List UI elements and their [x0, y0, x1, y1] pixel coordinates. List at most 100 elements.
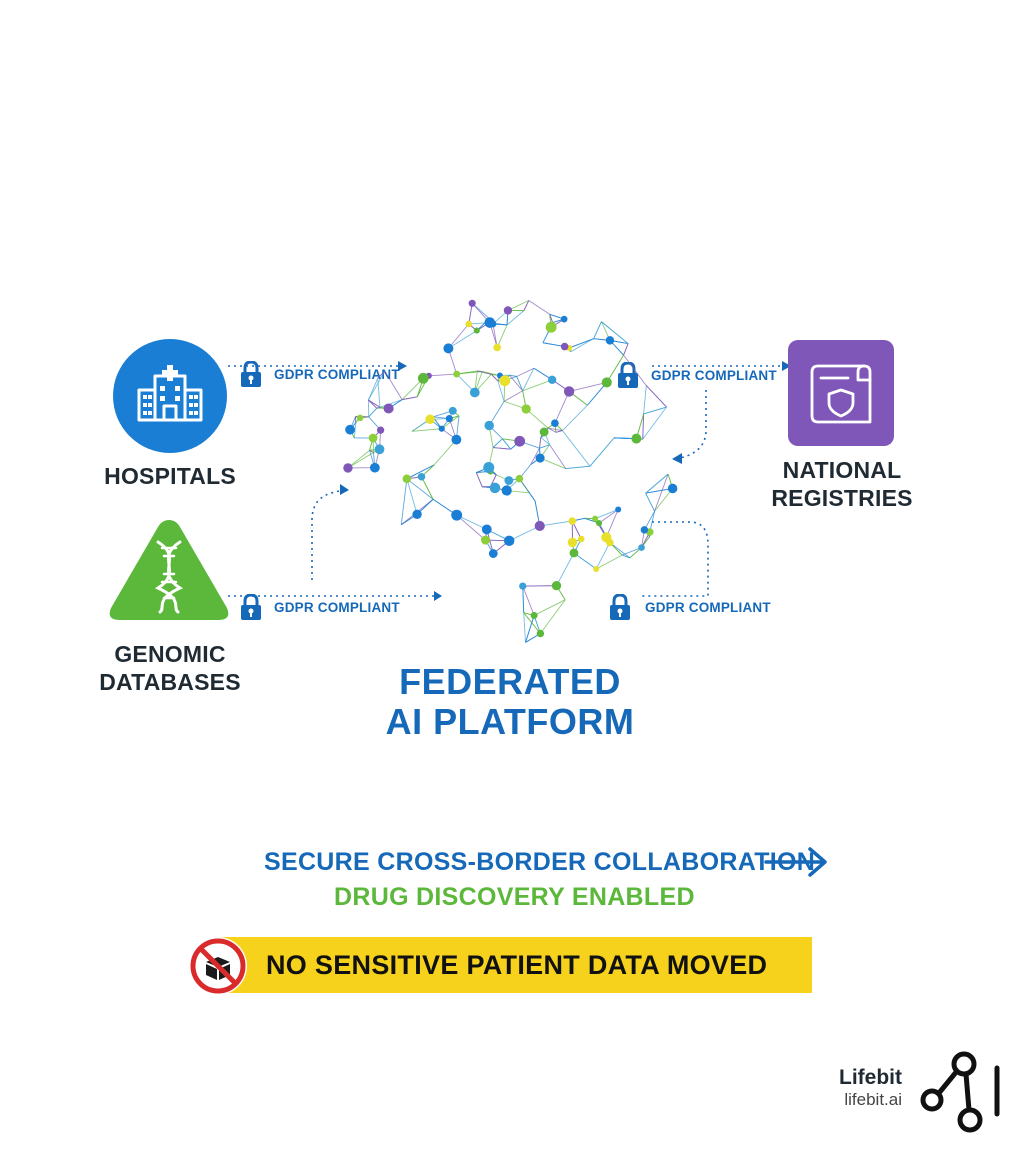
dna-icon: [109, 520, 229, 620]
network-node: [601, 532, 612, 543]
network-link: [406, 478, 434, 500]
network-link: [645, 385, 667, 408]
network-node: [356, 414, 364, 422]
registries-label-line2: REGISTRIES: [771, 485, 913, 511]
network-node: [484, 420, 494, 431]
lock-icon: [618, 362, 638, 388]
network-node: [551, 419, 559, 428]
network-link: [477, 370, 483, 373]
network-node: [569, 548, 579, 558]
network-link: [490, 374, 499, 382]
network-link: [562, 404, 588, 431]
network-link: [606, 354, 624, 383]
network-node: [453, 370, 461, 378]
network-link: [347, 452, 374, 469]
network-node: [451, 509, 463, 521]
network-link: [456, 514, 487, 530]
network-link: [492, 438, 503, 448]
network-link: [509, 374, 517, 377]
network-node: [521, 404, 531, 414]
network-node: [534, 520, 545, 532]
hospital-icon: [113, 339, 227, 453]
network-node: [503, 535, 515, 546]
network-node: [640, 526, 649, 534]
network-link: [433, 439, 457, 466]
network-node: [503, 306, 513, 315]
network-link: [508, 525, 540, 542]
network-node: [369, 462, 380, 473]
platform-title: FEDERATED AI PLATFORM: [330, 662, 690, 742]
network-node: [368, 433, 378, 443]
network-node: [465, 320, 473, 328]
network-node: [402, 474, 412, 484]
network-node: [536, 629, 545, 638]
network-link: [643, 385, 647, 414]
scroll-shield-icon: [788, 340, 894, 446]
network-link: [556, 552, 575, 586]
network-node: [499, 375, 511, 387]
gdpr-label: GDPR COMPLIANT: [274, 366, 400, 382]
network-link: [516, 367, 535, 377]
network-link: [406, 464, 435, 480]
network-link: [539, 457, 566, 470]
network-link: [565, 465, 590, 470]
lock-icon: [241, 361, 261, 387]
network-node: [568, 517, 576, 525]
network-node: [412, 509, 422, 519]
network-link: [525, 615, 535, 643]
network-link: [555, 430, 563, 433]
network-link: [475, 472, 483, 487]
network-link: [642, 413, 645, 440]
network-node: [545, 321, 557, 333]
gdpr-label: GDPR COMPLIANT: [645, 599, 771, 615]
network-link: [368, 407, 378, 418]
network-link: [594, 509, 619, 520]
network-link: [367, 371, 386, 401]
network-node: [417, 472, 426, 481]
network-node: [551, 580, 562, 591]
network-link: [448, 330, 478, 349]
network-link: [503, 390, 523, 402]
network-link: [493, 447, 511, 450]
network-node: [592, 515, 599, 522]
hospitals-node: [112, 338, 228, 454]
network-node: [560, 342, 569, 351]
network-node: [548, 375, 557, 384]
gdpr-label: GDPR COMPLIANT: [274, 599, 400, 615]
network-node: [631, 433, 642, 444]
network-link: [523, 612, 526, 643]
network-link: [525, 408, 549, 429]
network-link: [622, 547, 642, 556]
network-node: [343, 463, 353, 473]
network-link: [545, 434, 551, 445]
network-node: [448, 406, 457, 415]
network-node: [567, 537, 578, 548]
network-link: [569, 382, 607, 392]
network-node: [483, 462, 495, 474]
network-node: [601, 377, 612, 388]
network-link: [539, 444, 550, 449]
network-link: [593, 321, 602, 339]
network-node: [535, 453, 545, 463]
lock-icon: [610, 594, 630, 620]
hospitals-gdpr-badge: GDPR COMPLIANT: [240, 361, 400, 387]
outcome-drug-discovery: DRUG DISCOVERY ENABLED: [334, 883, 695, 911]
network-link: [456, 371, 483, 375]
network-node: [605, 336, 615, 345]
network-node: [560, 315, 568, 323]
network-link: [502, 438, 512, 450]
network-link: [519, 478, 536, 502]
genomic-label-line2: DATABASES: [99, 669, 241, 695]
lifebit-logo-icon: [920, 1051, 1000, 1133]
network-node: [451, 434, 462, 445]
banner-text: NO SENSITIVE PATIENT DATA MOVED: [266, 949, 768, 980]
network-node: [519, 582, 527, 590]
network-node: [638, 544, 645, 551]
network-link: [488, 401, 505, 426]
network-link: [522, 586, 525, 613]
network-link: [623, 343, 629, 356]
network-link: [547, 427, 563, 432]
brand-url: lifebit.ai: [844, 1090, 902, 1109]
bottom-right-gdpr-badge: GDPR COMPLIANT: [609, 594, 771, 620]
